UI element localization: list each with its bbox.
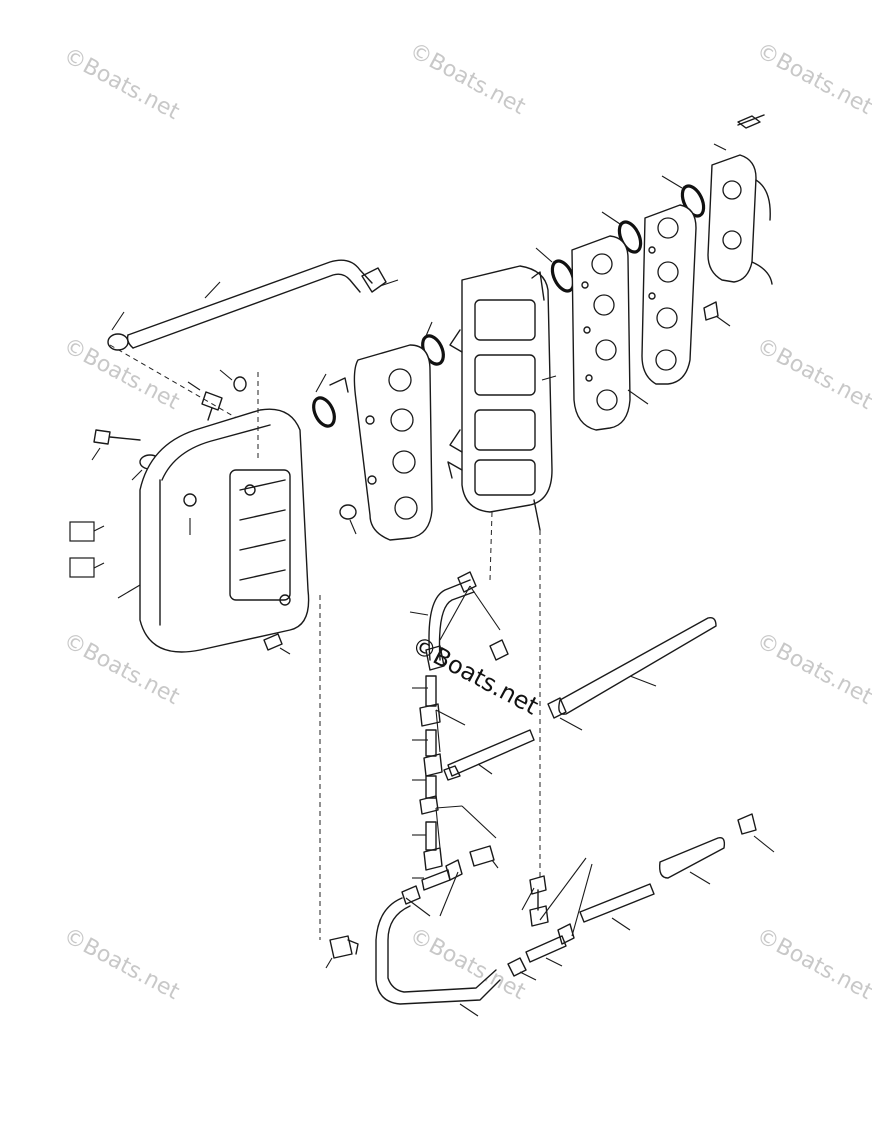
bottom-u-hose bbox=[375, 897, 575, 1017]
lower-hose-assembly bbox=[409, 571, 509, 879]
watermark-lr: ©Boats.net bbox=[752, 628, 872, 710]
watermark-br: ©Boats.net bbox=[752, 923, 872, 1005]
upper-fitting bbox=[457, 571, 477, 593]
legend-boxes bbox=[69, 521, 105, 578]
watermark-tl: ©Boats.net bbox=[59, 43, 183, 125]
upper-hose-clamp-left bbox=[107, 333, 129, 351]
bottom-left-fitting bbox=[325, 935, 359, 969]
exhaust-manifold bbox=[447, 265, 557, 880]
o-rings bbox=[312, 175, 706, 428]
gasket-plate-3 bbox=[641, 204, 731, 385]
right-lower-pipes bbox=[521, 813, 775, 937]
legend-box-1 bbox=[69, 521, 95, 542]
watermark-bl: ©Boats.net bbox=[59, 923, 183, 1005]
watermark-ml: ©Boats.net bbox=[59, 333, 183, 415]
upper-hose bbox=[107, 259, 399, 421]
upper-hose-clamp-right bbox=[361, 267, 387, 293]
top-cover-plate bbox=[707, 114, 773, 285]
diagonal-pipes bbox=[401, 616, 717, 917]
gasket-plate-1 bbox=[329, 344, 433, 541]
watermark-mr: ©Boats.net bbox=[752, 333, 872, 415]
watermark-tc: ©Boats.net bbox=[405, 38, 529, 120]
watermark-bc: ©Boats.net bbox=[405, 923, 529, 1005]
watermark-tr: ©Boats.net bbox=[752, 38, 872, 120]
legend-box-2 bbox=[69, 557, 95, 578]
gasket-plate-2 bbox=[571, 235, 649, 431]
exhaust-cover bbox=[117, 372, 321, 940]
